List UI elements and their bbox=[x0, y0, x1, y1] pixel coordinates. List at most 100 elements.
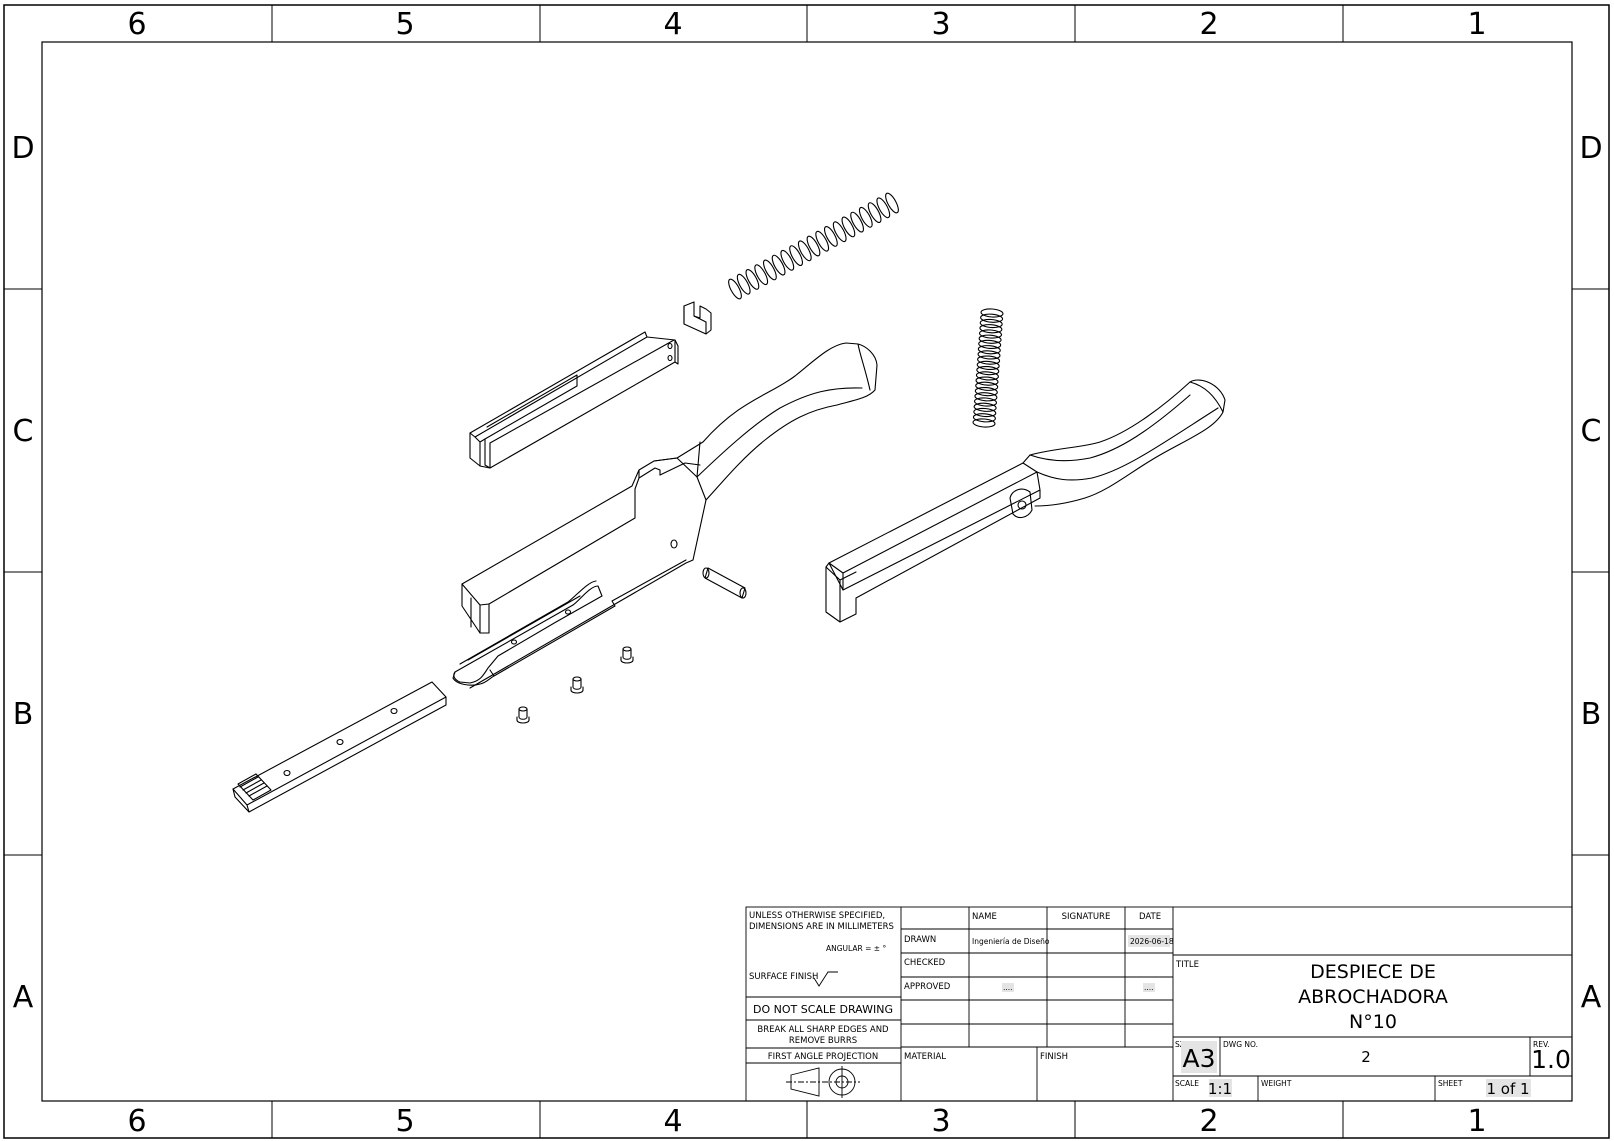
staple-magazine-channel bbox=[469, 331, 679, 469]
spring-coil bbox=[973, 407, 997, 418]
surface-finish-label: SURFACE FINISH bbox=[749, 972, 818, 982]
base-plate bbox=[232, 681, 447, 813]
spring-coil bbox=[977, 355, 1001, 365]
drawn-date: 2026-06-18 bbox=[1130, 937, 1174, 946]
col-signature-header: SIGNATURE bbox=[1062, 912, 1111, 922]
spring-coil bbox=[850, 211, 864, 233]
spring-coil bbox=[973, 397, 998, 407]
stapler-base-anvil bbox=[452, 559, 687, 686]
sheet-label: SHEET bbox=[1438, 1079, 1463, 1088]
zone-row-right-a: A bbox=[1581, 980, 1602, 1015]
zone-row-right-c: C bbox=[1581, 414, 1602, 449]
spring-coil bbox=[771, 254, 786, 276]
spring-coil bbox=[797, 240, 812, 262]
row-drawn-label: DRAWN bbox=[904, 935, 936, 945]
zone-col-bottom-2: 2 bbox=[1199, 1104, 1218, 1139]
scale-label: SCALE bbox=[1175, 1079, 1199, 1088]
material-label: MATERIAL bbox=[904, 1052, 946, 1062]
spring-coil bbox=[978, 329, 1003, 339]
long-spring bbox=[728, 192, 899, 300]
spring-coil bbox=[972, 413, 996, 423]
row-checked-label: CHECKED bbox=[904, 958, 946, 968]
spring-coil bbox=[976, 360, 1000, 371]
zone-row-left-c: C bbox=[13, 414, 34, 449]
spring-coil bbox=[789, 245, 803, 266]
spring-coil bbox=[824, 226, 838, 247]
spring-coil bbox=[977, 345, 1001, 355]
spring-coil bbox=[885, 192, 899, 214]
spring-coil bbox=[980, 308, 1004, 318]
sheet-size: A3 bbox=[1182, 1044, 1215, 1073]
zone-row-right-d: D bbox=[1579, 131, 1602, 166]
scale-highlight bbox=[1209, 1079, 1232, 1097]
spring-coil bbox=[975, 371, 999, 381]
zone-col-bottom-1: 1 bbox=[1467, 1104, 1486, 1139]
spring-coil bbox=[974, 386, 998, 397]
col-date-header: DATE bbox=[1139, 912, 1161, 922]
approved-name-highlight bbox=[1002, 983, 1014, 992]
revision: 1.0 bbox=[1531, 1045, 1571, 1074]
spring-coil bbox=[979, 318, 1003, 329]
spring-coil bbox=[980, 313, 1004, 323]
pivot-pin bbox=[702, 567, 747, 599]
dwg-no: 2 bbox=[1361, 1048, 1371, 1066]
sheet-highlight bbox=[1486, 1079, 1531, 1097]
spring-coil bbox=[745, 269, 760, 290]
tolerance-note-line2: DIMENSIONS ARE IN MILLIMETERS bbox=[749, 922, 894, 932]
spring-coil bbox=[974, 392, 998, 402]
zone-col-top-5: 5 bbox=[395, 7, 414, 42]
spring-coil bbox=[972, 418, 996, 428]
spring-coil bbox=[876, 197, 891, 219]
spring-coil bbox=[976, 365, 1000, 376]
scale: 1:1 bbox=[1208, 1080, 1232, 1098]
angular-tolerance: ANGULAR = ± ° bbox=[826, 944, 886, 953]
rivet-3 bbox=[516, 706, 530, 724]
drawn-name: Ingeniería de Diseño bbox=[972, 937, 1050, 946]
spring-coil bbox=[754, 264, 769, 286]
stapler-handle bbox=[825, 379, 1226, 623]
spring-coil bbox=[979, 324, 1003, 334]
size-highlight bbox=[1181, 1041, 1217, 1073]
spring-coil bbox=[975, 381, 999, 391]
spring-coil bbox=[815, 230, 830, 252]
spring-coil bbox=[841, 216, 856, 238]
title-label: TITLE bbox=[1175, 960, 1199, 970]
zone-col-bottom-3: 3 bbox=[931, 1104, 950, 1139]
dwg-no-label: DWG NO. bbox=[1223, 1040, 1258, 1049]
staple-pusher-clip bbox=[683, 301, 712, 335]
zone-col-bottom-6: 6 bbox=[127, 1104, 146, 1139]
rivet-1 bbox=[620, 646, 634, 664]
drawn-date-highlight bbox=[1128, 935, 1170, 947]
zone-row-left-d: D bbox=[11, 131, 34, 166]
approved-date: .... bbox=[1144, 983, 1154, 992]
zone-row-left-b: B bbox=[13, 697, 34, 732]
zone-dividers bbox=[4, 5, 1609, 1138]
projection-label: FIRST ANGLE PROJECTION bbox=[768, 1052, 878, 1062]
surface-finish-symbol bbox=[813, 971, 838, 987]
spring-coil bbox=[858, 206, 873, 228]
spring-coil bbox=[780, 249, 795, 271]
tolerance-note-line1: UNLESS OTHERWISE SPECIFIED, bbox=[749, 911, 885, 921]
sheet-number: 1 of 1 bbox=[1486, 1080, 1529, 1098]
title-block-frame bbox=[745, 906, 1573, 1102]
approved-date-highlight bbox=[1143, 983, 1155, 992]
spring-coil bbox=[977, 350, 1001, 360]
weight-label: WEIGHT bbox=[1261, 1079, 1292, 1088]
first-angle-projection-symbol bbox=[786, 1066, 860, 1098]
finish-label: FINISH bbox=[1040, 1052, 1068, 1062]
rev-label: REV. bbox=[1533, 1040, 1550, 1049]
zone-col-top-2: 2 bbox=[1199, 7, 1218, 42]
short-spring bbox=[972, 308, 1004, 428]
spring-coil bbox=[763, 259, 777, 281]
stapler-upper-body bbox=[461, 342, 878, 689]
spring-coil bbox=[978, 339, 1002, 350]
zone-col-bottom-5: 5 bbox=[395, 1104, 414, 1139]
col-name-header: NAME bbox=[972, 912, 997, 922]
spring-coil bbox=[832, 221, 847, 243]
approved-name: .... bbox=[1003, 983, 1013, 992]
drawing-title-line3: N°10 bbox=[1349, 1011, 1397, 1033]
zone-col-top-4: 4 bbox=[663, 7, 682, 42]
do-not-scale-note: DO NOT SCALE DRAWING bbox=[753, 1003, 893, 1016]
spring-coil bbox=[736, 273, 751, 295]
